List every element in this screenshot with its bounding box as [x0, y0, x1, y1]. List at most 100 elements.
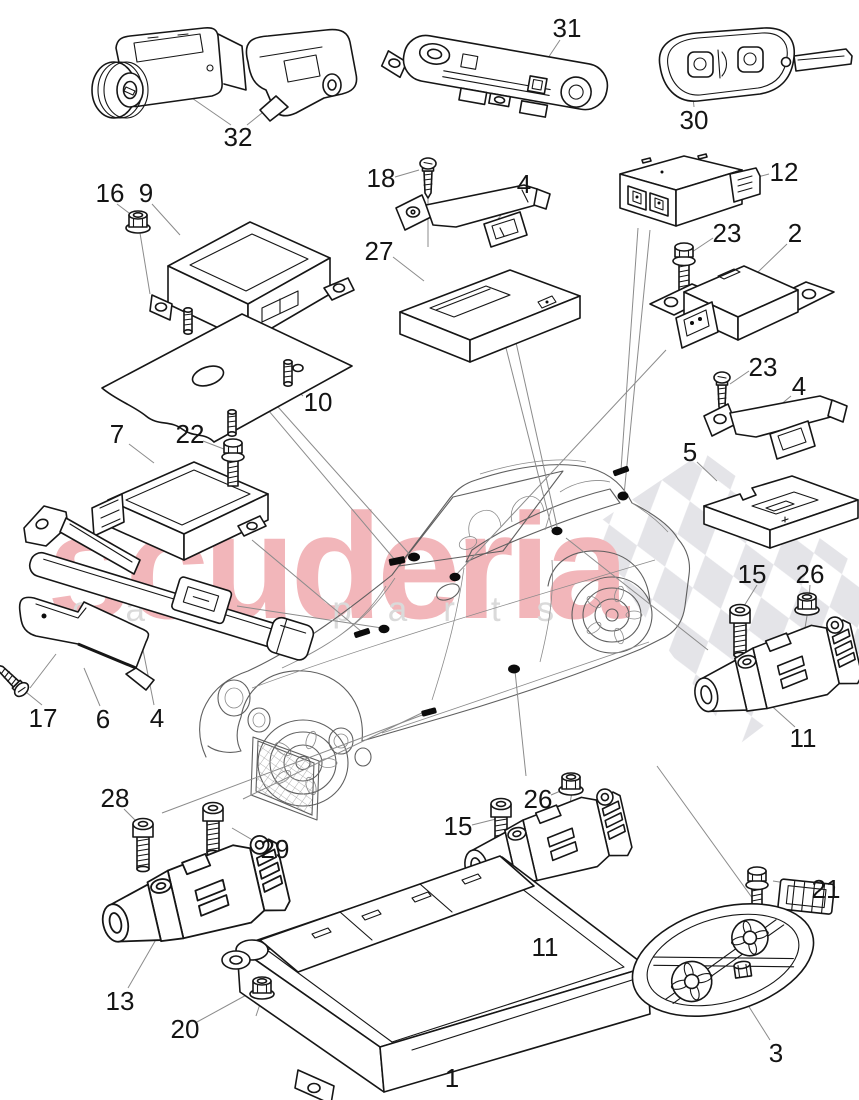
- car-front-bumper: [207, 716, 242, 753]
- leader-line: [455, 349, 667, 576]
- part-callout-6: 6: [96, 704, 110, 734]
- leader-line: [514, 670, 527, 777]
- leader-line: [242, 708, 431, 800]
- part-illustration-10-mounting-bracket: [101, 306, 353, 443]
- part-callout-28: 28: [101, 783, 130, 813]
- part-callout-23a: 23: [713, 218, 742, 248]
- location-marker: [408, 552, 420, 562]
- leader-line: [729, 370, 750, 385]
- location-marker: [612, 465, 630, 477]
- car-grille: [255, 740, 315, 816]
- part-illustration-32-ignition-switch: [245, 28, 358, 122]
- car-location-markers: [353, 465, 630, 717]
- part-callout-1: 1: [445, 1063, 459, 1093]
- part-illustration-1-control-unit: [221, 855, 651, 1100]
- part-callout-27: 27: [365, 236, 394, 266]
- part-callout-29: 29: [261, 834, 290, 864]
- part-callout-10: 10: [304, 387, 333, 417]
- part-illustration-6-bracket: [18, 596, 155, 691]
- location-marker: [617, 491, 629, 501]
- car-rear-wheel-arch: [547, 550, 651, 604]
- part-illustration-31-sensor-strip: [380, 34, 609, 118]
- part-callout-15a: 15: [738, 559, 767, 589]
- part-callout-15b: 15: [444, 811, 473, 841]
- location-marker: [421, 707, 437, 717]
- leader-line: [139, 232, 151, 295]
- part-callout-23b: 23: [749, 352, 778, 382]
- part-callout-5: 5: [683, 437, 697, 467]
- part-illustration-4b-antenna-bracket: [703, 395, 848, 460]
- leader-line: [151, 203, 181, 236]
- leader-line: [565, 537, 709, 651]
- leader-line: [745, 1001, 771, 1041]
- car-mirror: [436, 583, 460, 601]
- part-callout-9: 9: [139, 178, 153, 208]
- part-callout-4b: 4: [792, 371, 806, 401]
- leader-line: [25, 691, 43, 706]
- location-marker: [508, 664, 520, 674]
- car-interior-hints: [458, 480, 611, 550]
- car-door-lines: [251, 559, 656, 734]
- part-illustration-12-control-module: [619, 153, 761, 227]
- part-illustration-27-foam-support: [399, 269, 581, 363]
- part-illustration-4a-antenna-bracket: [395, 184, 551, 248]
- part-callout-32: 32: [224, 122, 253, 152]
- leader-line: [251, 390, 396, 561]
- car-grille-surround: [250, 736, 320, 821]
- location-marker: [449, 572, 461, 582]
- part-illustration-18-screw: [419, 157, 437, 199]
- car-illustration: [199, 459, 691, 821]
- part-callout-31: 31: [553, 13, 582, 43]
- part-illustration-2-control-module: [649, 265, 835, 349]
- part-callout-7: 7: [110, 419, 124, 449]
- leader-line: [757, 243, 788, 273]
- leader-line: [236, 605, 383, 629]
- location-marker: [353, 628, 371, 638]
- leader-line: [127, 935, 159, 989]
- part-illustration-32-lock-cylinder: [91, 27, 247, 119]
- leader-line: [29, 653, 57, 689]
- car-front-wheel-arch: [240, 670, 363, 742]
- part-callout-11b: 11: [532, 932, 559, 962]
- part-illustration-29-bolt: [202, 801, 224, 857]
- part-callout-26a: 26: [796, 559, 825, 589]
- part-callout-16: 16: [96, 178, 125, 208]
- leader-line: [394, 169, 420, 178]
- part-callout-4a: 4: [517, 169, 531, 199]
- part-illustration-16-nut: [125, 210, 151, 234]
- part-illustration-17-screw: [0, 658, 32, 700]
- part-illustration-26b-nut: [558, 772, 584, 796]
- car-b-pillar: [544, 506, 553, 531]
- leader-line: [128, 443, 155, 464]
- car-rear-wheel: [571, 576, 653, 654]
- car-rocker-line: [361, 636, 666, 742]
- leader-line: [392, 256, 425, 282]
- leader-line: [251, 539, 363, 633]
- part-illustration-30-remote-key: [658, 27, 853, 102]
- part-illustration-26a-nut: [794, 592, 820, 616]
- part-callout-13: 13: [106, 986, 135, 1016]
- car-body-outline: [199, 464, 691, 758]
- part-callout-11a: 11: [790, 723, 817, 753]
- part-callout-20: 20: [171, 1014, 200, 1044]
- part-callout-4c: 4: [150, 703, 164, 733]
- leader-line: [656, 765, 754, 900]
- leader-line: [161, 713, 426, 814]
- leader-line: [696, 461, 718, 482]
- part-callout-3: 3: [769, 1038, 783, 1068]
- leader-line: [620, 227, 639, 471]
- part-callout-12: 12: [770, 157, 799, 187]
- leader-line: [269, 397, 413, 558]
- part-callout-30: 30: [680, 105, 709, 135]
- part-callout-21: 21: [812, 874, 841, 904]
- location-marker: [388, 556, 406, 566]
- part-callout-17: 17: [29, 703, 58, 733]
- car-side-windows: [465, 488, 621, 563]
- part-illustration-5-foam-support: [703, 475, 859, 549]
- location-marker: [378, 624, 390, 634]
- part-illustration-20-nut: [249, 976, 275, 1000]
- part-callout-18: 18: [367, 163, 396, 193]
- leader-line: [83, 667, 101, 707]
